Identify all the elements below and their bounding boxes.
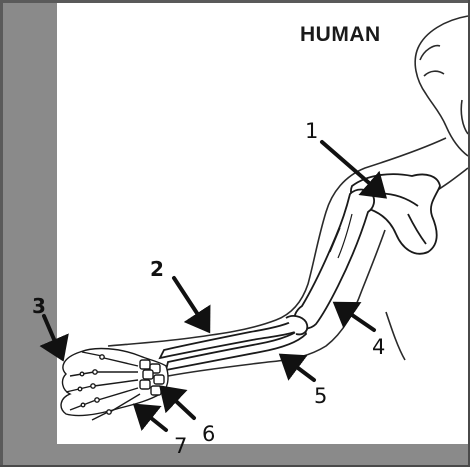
- arrow-3: [44, 316, 62, 358]
- arrow-7: [136, 406, 166, 430]
- arrow-5: [282, 356, 314, 380]
- humerus-bone: [294, 190, 374, 329]
- hand-bones: [61, 349, 168, 420]
- forearm-bones: [160, 316, 307, 370]
- label-2: 2: [150, 259, 164, 279]
- label-1: 1: [305, 121, 318, 142]
- label-4: 4: [372, 337, 385, 358]
- diagram-title: HUMAN: [300, 23, 381, 47]
- label-6: 6: [202, 424, 215, 445]
- arrow-2: [174, 278, 208, 330]
- arrow-6: [162, 388, 194, 418]
- head-outline: [415, 16, 468, 156]
- label-3: 3: [32, 296, 46, 316]
- label-7: 7: [174, 436, 187, 457]
- label-5: 5: [314, 386, 327, 407]
